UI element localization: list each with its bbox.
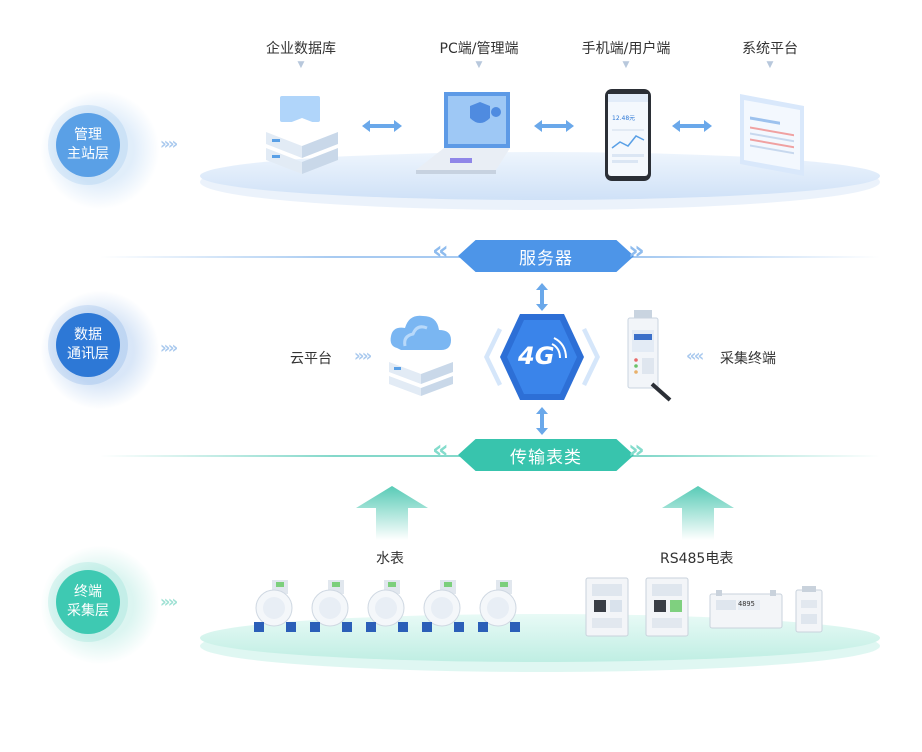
- chevron-left-icon: «: [432, 236, 449, 266]
- chevron-left-icon: «: [432, 435, 449, 465]
- 4g-network-icon: [484, 314, 600, 400]
- chevron-right-icon: » »: [160, 592, 178, 611]
- layer-circle-communication: 数据 通讯层: [56, 313, 120, 377]
- water-meter-icon: [478, 580, 520, 632]
- bidirectional-arrow-icon: [672, 120, 712, 132]
- collector-terminal-icon: [627, 310, 672, 402]
- water-meter-icon: [422, 580, 464, 632]
- arrow-down-icon: ▼: [766, 60, 774, 70]
- electric-meter-icon: [709, 590, 783, 629]
- cloud-server-icon: [389, 315, 453, 396]
- layer-title-line1: 终端: [74, 584, 102, 600]
- vertical-bidirectional-arrow-icon: [536, 283, 548, 311]
- platform-screen-icon: [740, 94, 804, 176]
- meter-display-value: 4895: [738, 600, 755, 608]
- upload-arrow-icon: [662, 486, 734, 540]
- layer-title-line2: 采集层: [67, 603, 109, 619]
- arrow-down-icon: ▼: [475, 60, 483, 70]
- chevron-right-icon: » »: [160, 338, 178, 357]
- electric-meter-label: RS485电表: [660, 551, 734, 567]
- electric-meter-icon: [795, 586, 823, 633]
- phone-screen-value: 12.48元: [612, 115, 636, 122]
- vertical-bidirectional-arrow-icon: [536, 407, 548, 435]
- chevron-right-icon: » »: [160, 134, 178, 153]
- chevron-left-icon: « «: [686, 346, 704, 365]
- top-label-database: 企业数据库: [266, 41, 336, 57]
- chevron-right-icon: »: [628, 435, 645, 465]
- water-meter-icon: [310, 580, 352, 632]
- water-meter-icon: [254, 580, 296, 632]
- layer-title-line1: 数据: [74, 327, 102, 343]
- electric-meter-icon: [645, 577, 689, 637]
- transmission-banner: 传输表类: [458, 439, 634, 471]
- cloud-platform-label: 云平台: [290, 351, 332, 367]
- laptop-icon: [416, 92, 510, 174]
- electric-meter-icon: [585, 577, 629, 637]
- water-meter-icon: [366, 580, 408, 632]
- top-label-mobile: 手机端/用户端: [581, 41, 671, 57]
- smartphone-icon: [605, 89, 651, 181]
- top-label-pc: PC端/管理端: [439, 41, 519, 57]
- arrow-down-icon: ▼: [622, 60, 630, 70]
- layer-title-line2: 主站层: [67, 146, 109, 162]
- network-badge-text: 4G: [518, 342, 555, 370]
- layer-title-line2: 通讯层: [67, 346, 109, 362]
- layer-circle-management: 管理 主站层: [56, 113, 120, 177]
- top-label-platform: 系统平台: [742, 41, 798, 57]
- layer-circle-terminal: 终端 采集层: [56, 570, 120, 634]
- arrow-down-icon: ▼: [297, 60, 305, 70]
- bidirectional-arrow-icon: [534, 120, 574, 132]
- upload-arrow-icon: [356, 486, 428, 540]
- server-banner: 服务器: [458, 240, 634, 272]
- collector-terminal-label: 采集终端: [720, 351, 776, 367]
- chevron-right-icon: »: [628, 236, 645, 266]
- chevron-right-icon: » »: [354, 346, 372, 365]
- layer-title-line1: 管理: [74, 127, 102, 143]
- bidirectional-arrow-icon: [362, 120, 402, 132]
- top-platform: [200, 152, 880, 210]
- database-server-icon: [266, 96, 338, 174]
- water-meter-label: 水表: [376, 551, 404, 567]
